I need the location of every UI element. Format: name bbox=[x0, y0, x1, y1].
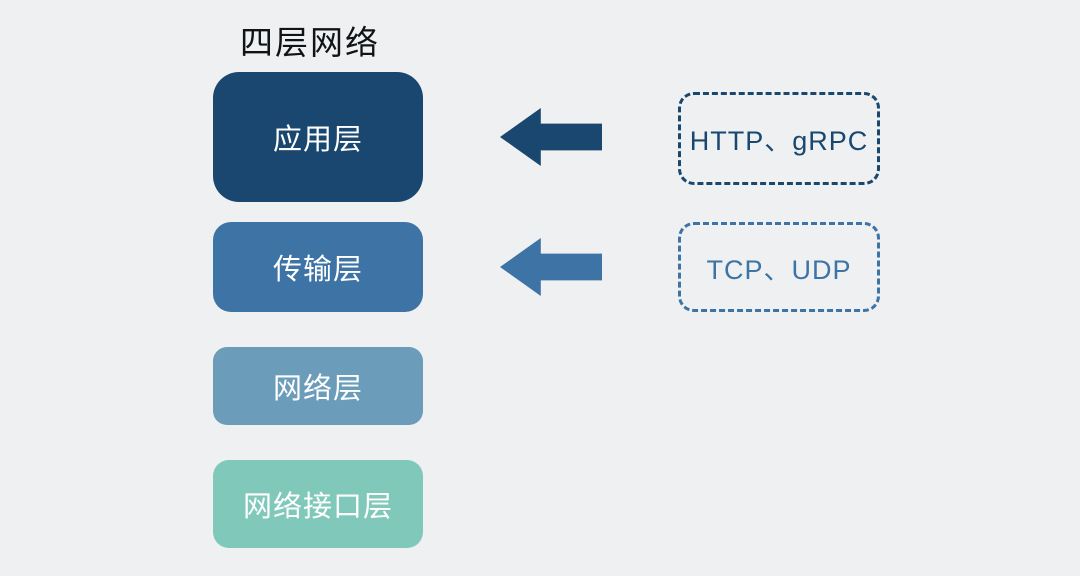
left-arrow-icon-application bbox=[500, 108, 602, 166]
protocol-label-http-grpc: HTTP、gRPC bbox=[689, 126, 869, 156]
layer-label-network: 网络层 bbox=[272, 373, 363, 405]
layer-label-transport: 传输层 bbox=[272, 254, 363, 286]
layer-box-transport: 传输层 bbox=[213, 222, 423, 312]
layer-box-application: 应用层 bbox=[213, 72, 423, 202]
protocol-box-http-grpc: HTTP、gRPC bbox=[678, 92, 880, 185]
left-arrow-icon-transport bbox=[500, 238, 602, 296]
layer-label-application: 应用层 bbox=[272, 124, 363, 156]
protocol-box-tcp-udp: TCP、UDP bbox=[678, 222, 880, 312]
protocol-label-tcp-udp: TCP、UDP bbox=[706, 254, 852, 285]
layer-box-network-interface: 网络接口层 bbox=[213, 460, 423, 548]
layer-box-network: 网络层 bbox=[213, 347, 423, 425]
diagram-title: 四层网络 bbox=[240, 24, 380, 61]
layer-label-network-interface: 网络接口层 bbox=[242, 491, 393, 523]
